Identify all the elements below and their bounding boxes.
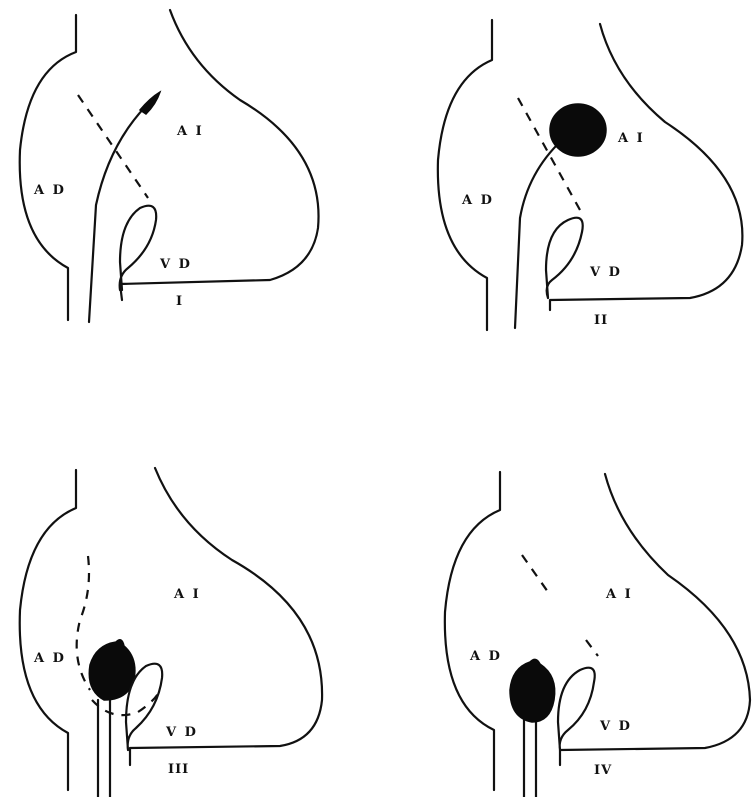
- panel-4: A I A D V D IV: [445, 472, 750, 797]
- label-vd: V D: [589, 265, 622, 280]
- label-ad: A D: [469, 649, 502, 664]
- catheter-tip: [140, 92, 160, 114]
- label-ai: A I: [605, 587, 633, 602]
- label-vd: V D: [165, 725, 198, 740]
- label-ad: A D: [33, 651, 66, 666]
- atrium-left-wall: [120, 10, 319, 300]
- balloon-blob: [550, 104, 606, 156]
- atrium-right-wall: [438, 20, 492, 330]
- atrium-right-wall: [445, 472, 500, 790]
- panel-1: A I A D V D I: [20, 10, 319, 322]
- panel-numeral: II: [594, 313, 608, 328]
- balloon-blob: [510, 659, 555, 722]
- panel-3: A I A D V D III: [20, 468, 322, 797]
- dashed-septum: [78, 95, 148, 198]
- label-ai: A I: [173, 587, 201, 602]
- atrium-right-wall: [20, 470, 76, 790]
- atrium-left-wall: [550, 24, 742, 310]
- ventricle-loop: [558, 668, 595, 750]
- label-ad: A D: [33, 183, 66, 198]
- label-ai: A I: [176, 124, 204, 139]
- atrium-left-wall: [130, 468, 322, 765]
- dashed-septum-lower: [586, 640, 598, 656]
- balloon-blob: [89, 640, 135, 700]
- atrium-left-wall: [560, 474, 750, 765]
- label-ad: A D: [461, 193, 494, 208]
- dashed-septum: [522, 555, 548, 592]
- label-vd: V D: [599, 719, 632, 734]
- panel-numeral: I: [176, 294, 183, 309]
- ventricle-loop: [120, 206, 157, 290]
- panel-numeral: III: [168, 762, 189, 777]
- ventricle-loop: [546, 218, 583, 298]
- panel-numeral: IV: [594, 763, 612, 778]
- atrium-right-wall: [20, 15, 76, 320]
- label-vd: V D: [159, 257, 192, 272]
- dashed-septum: [77, 556, 90, 690]
- label-ai: A I: [617, 131, 645, 146]
- panel-2: A I A D V D II: [438, 20, 743, 330]
